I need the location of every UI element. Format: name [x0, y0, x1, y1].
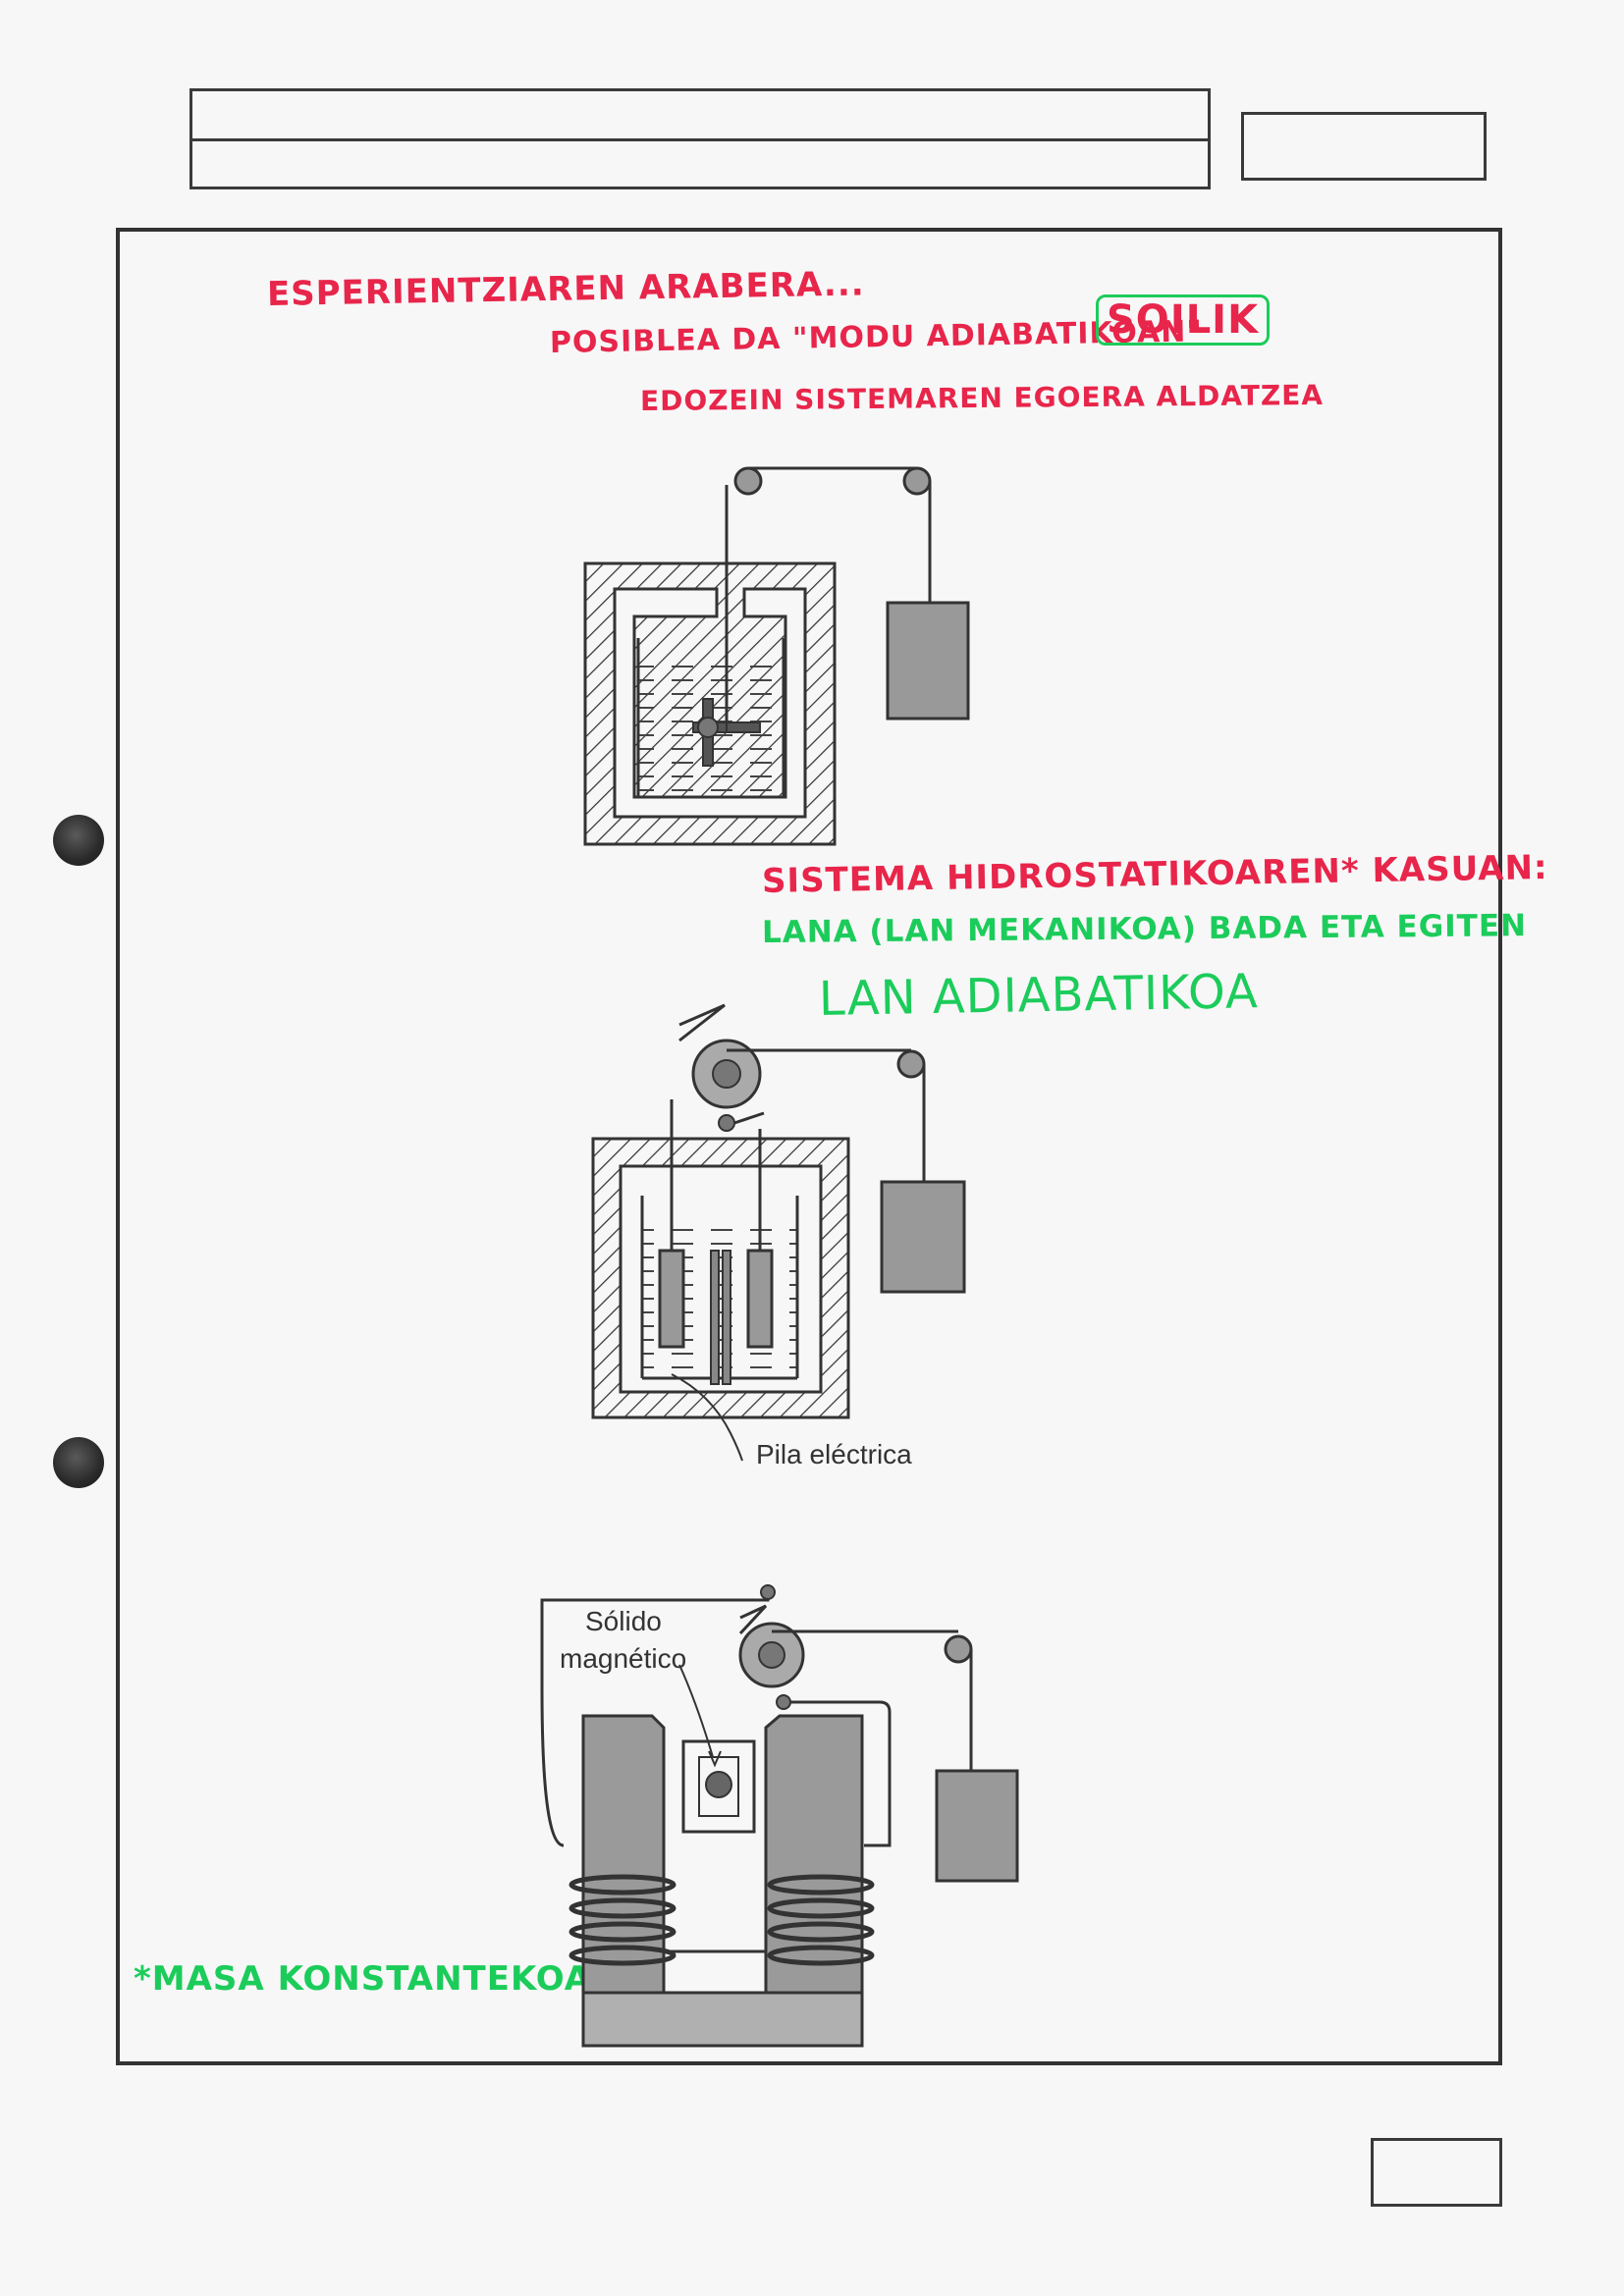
content-frame — [116, 228, 1502, 2065]
page-number-box — [1371, 2138, 1502, 2207]
header-code-box — [1241, 112, 1487, 181]
header-title-box-bottom — [189, 138, 1211, 189]
figure-paddle-wheel — [583, 466, 970, 846]
figure-magnetic-solid — [540, 1584, 1019, 2048]
annotation-footnote: *MASA KONSTANTEKOA — [134, 1959, 592, 1999]
annotation-soilik: SOILIK — [1096, 294, 1271, 346]
binder-hole-top — [53, 815, 104, 866]
annotation-soilik-text: SOILIK — [1107, 297, 1260, 343]
label-solido: Sólido — [585, 1606, 662, 1636]
label-magnetico: magnético — [560, 1643, 687, 1674]
label-pila-electrica: Pila eléctrica — [756, 1439, 912, 1469]
binder-hole-bottom — [53, 1437, 104, 1488]
figure-electric-battery — [591, 1003, 966, 1462]
